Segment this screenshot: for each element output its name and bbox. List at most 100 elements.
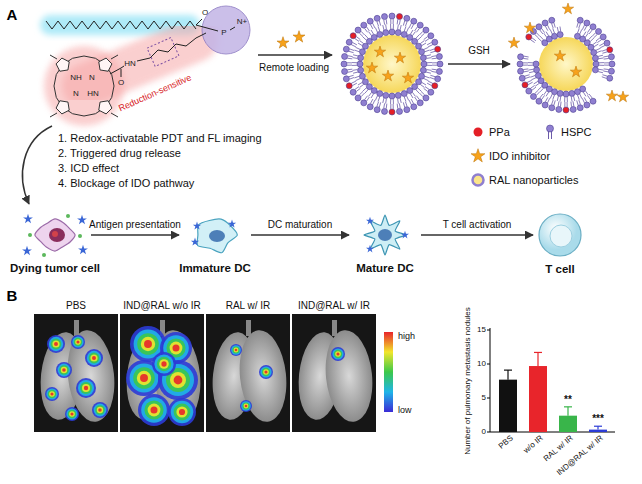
liposome (347, 62, 352, 63)
colorbar (384, 332, 393, 412)
signal-spot (154, 354, 173, 373)
disrupted-liposome (590, 24, 596, 30)
atom-label: N (73, 89, 79, 98)
node-label: Mature DC (356, 262, 414, 276)
disrupted-liposome (525, 77, 530, 79)
step-item: 2. Triggered drug release (58, 147, 181, 160)
lung-picture (34, 314, 118, 432)
disrupted-liposome (548, 25, 550, 30)
signal-spot (76, 378, 96, 398)
disrupted-liposome (528, 69, 533, 71)
liposome (393, 104, 394, 109)
liposome (432, 69, 437, 71)
liposome (371, 30, 374, 34)
liposome (356, 79, 361, 81)
liposome (385, 99, 387, 104)
liposome (425, 39, 429, 42)
bond (196, 33, 206, 38)
liposome (356, 37, 360, 40)
signal-spot (48, 390, 56, 398)
bar (529, 366, 547, 432)
disrupted-liposome (583, 92, 586, 96)
disrupted-liposome (607, 47, 613, 53)
liposome (435, 46, 441, 52)
disrupted-liposome (524, 56, 529, 58)
node-label: IND@RAL w/o IR (123, 300, 201, 312)
liposome (419, 93, 422, 97)
cell-picture (550, 225, 572, 247)
disrupted-liposome (546, 92, 549, 96)
liposome (436, 53, 442, 59)
signal-spot (144, 340, 152, 348)
lung-picture (246, 320, 251, 336)
signal-spot (75, 339, 81, 345)
liposome (428, 33, 434, 39)
signal-spot (235, 349, 238, 352)
process-arrow (258, 54, 332, 56)
liposome (417, 100, 423, 106)
node-label: IND@RAL w/ IR (298, 300, 370, 312)
disrupted-liposome (545, 97, 547, 101)
disrupted-liposome (531, 78, 536, 80)
liposome (356, 47, 361, 49)
cell-picture (22, 212, 88, 258)
ido-star (394, 52, 405, 63)
disrupted-liposome (604, 65, 609, 66)
signal-spot (54, 342, 58, 346)
liposome (357, 61, 363, 67)
disrupted-liposome (523, 65, 528, 66)
signal-spot (245, 405, 248, 408)
tick-label: 5 (482, 393, 486, 402)
antigen (77, 215, 87, 224)
liposome (351, 45, 356, 47)
disrupted-liposome (585, 91, 588, 95)
liposome (386, 104, 388, 109)
liposome (432, 65, 437, 66)
cell-picture (78, 234, 82, 238)
liposome (397, 104, 399, 109)
liposome (377, 22, 379, 27)
signal-spot (92, 402, 108, 418)
signal-spot (176, 406, 187, 417)
signal-spot (51, 339, 62, 350)
signal-spot (263, 369, 269, 375)
disrupted-liposome (584, 26, 586, 30)
bond (111, 113, 118, 117)
error-cap (534, 352, 542, 353)
disrupted-liposome (567, 102, 568, 107)
signal-spot (45, 387, 59, 401)
disrupted-liposome (564, 97, 565, 102)
disrupted-liposome (554, 100, 555, 105)
lung-image: IND@RAL w/ IR (292, 300, 376, 432)
disrupted-liposome (564, 102, 565, 107)
signal-spot (61, 367, 67, 373)
axis (490, 328, 615, 432)
liposome (428, 45, 433, 47)
liposome (358, 43, 362, 46)
liposome (346, 83, 352, 89)
disrupted-liposome (596, 38, 600, 41)
signal-spot (170, 372, 186, 388)
liposome (424, 88, 428, 91)
disrupted-liposome (532, 38, 536, 41)
liposome (378, 97, 380, 102)
lung-picture (74, 320, 79, 336)
disrupted-liposome (597, 40, 601, 43)
liposome (342, 53, 348, 59)
panel-letter: A (7, 6, 18, 23)
antigen (228, 220, 236, 228)
disrupted-liposome (579, 100, 581, 105)
signal-spot (56, 362, 72, 378)
liposome (416, 90, 419, 94)
liposome (366, 84, 372, 90)
liposome (430, 75, 435, 76)
antigen (193, 222, 201, 230)
disrupted-liposome (556, 106, 562, 112)
disrupted-liposome (604, 58, 609, 60)
signal-spot (52, 340, 59, 347)
signal-spot (80, 382, 92, 394)
edge-label: Antigen presentation (89, 219, 181, 231)
liposome (404, 107, 410, 113)
disrupted-liposome (536, 24, 542, 30)
ido-star (382, 70, 393, 81)
